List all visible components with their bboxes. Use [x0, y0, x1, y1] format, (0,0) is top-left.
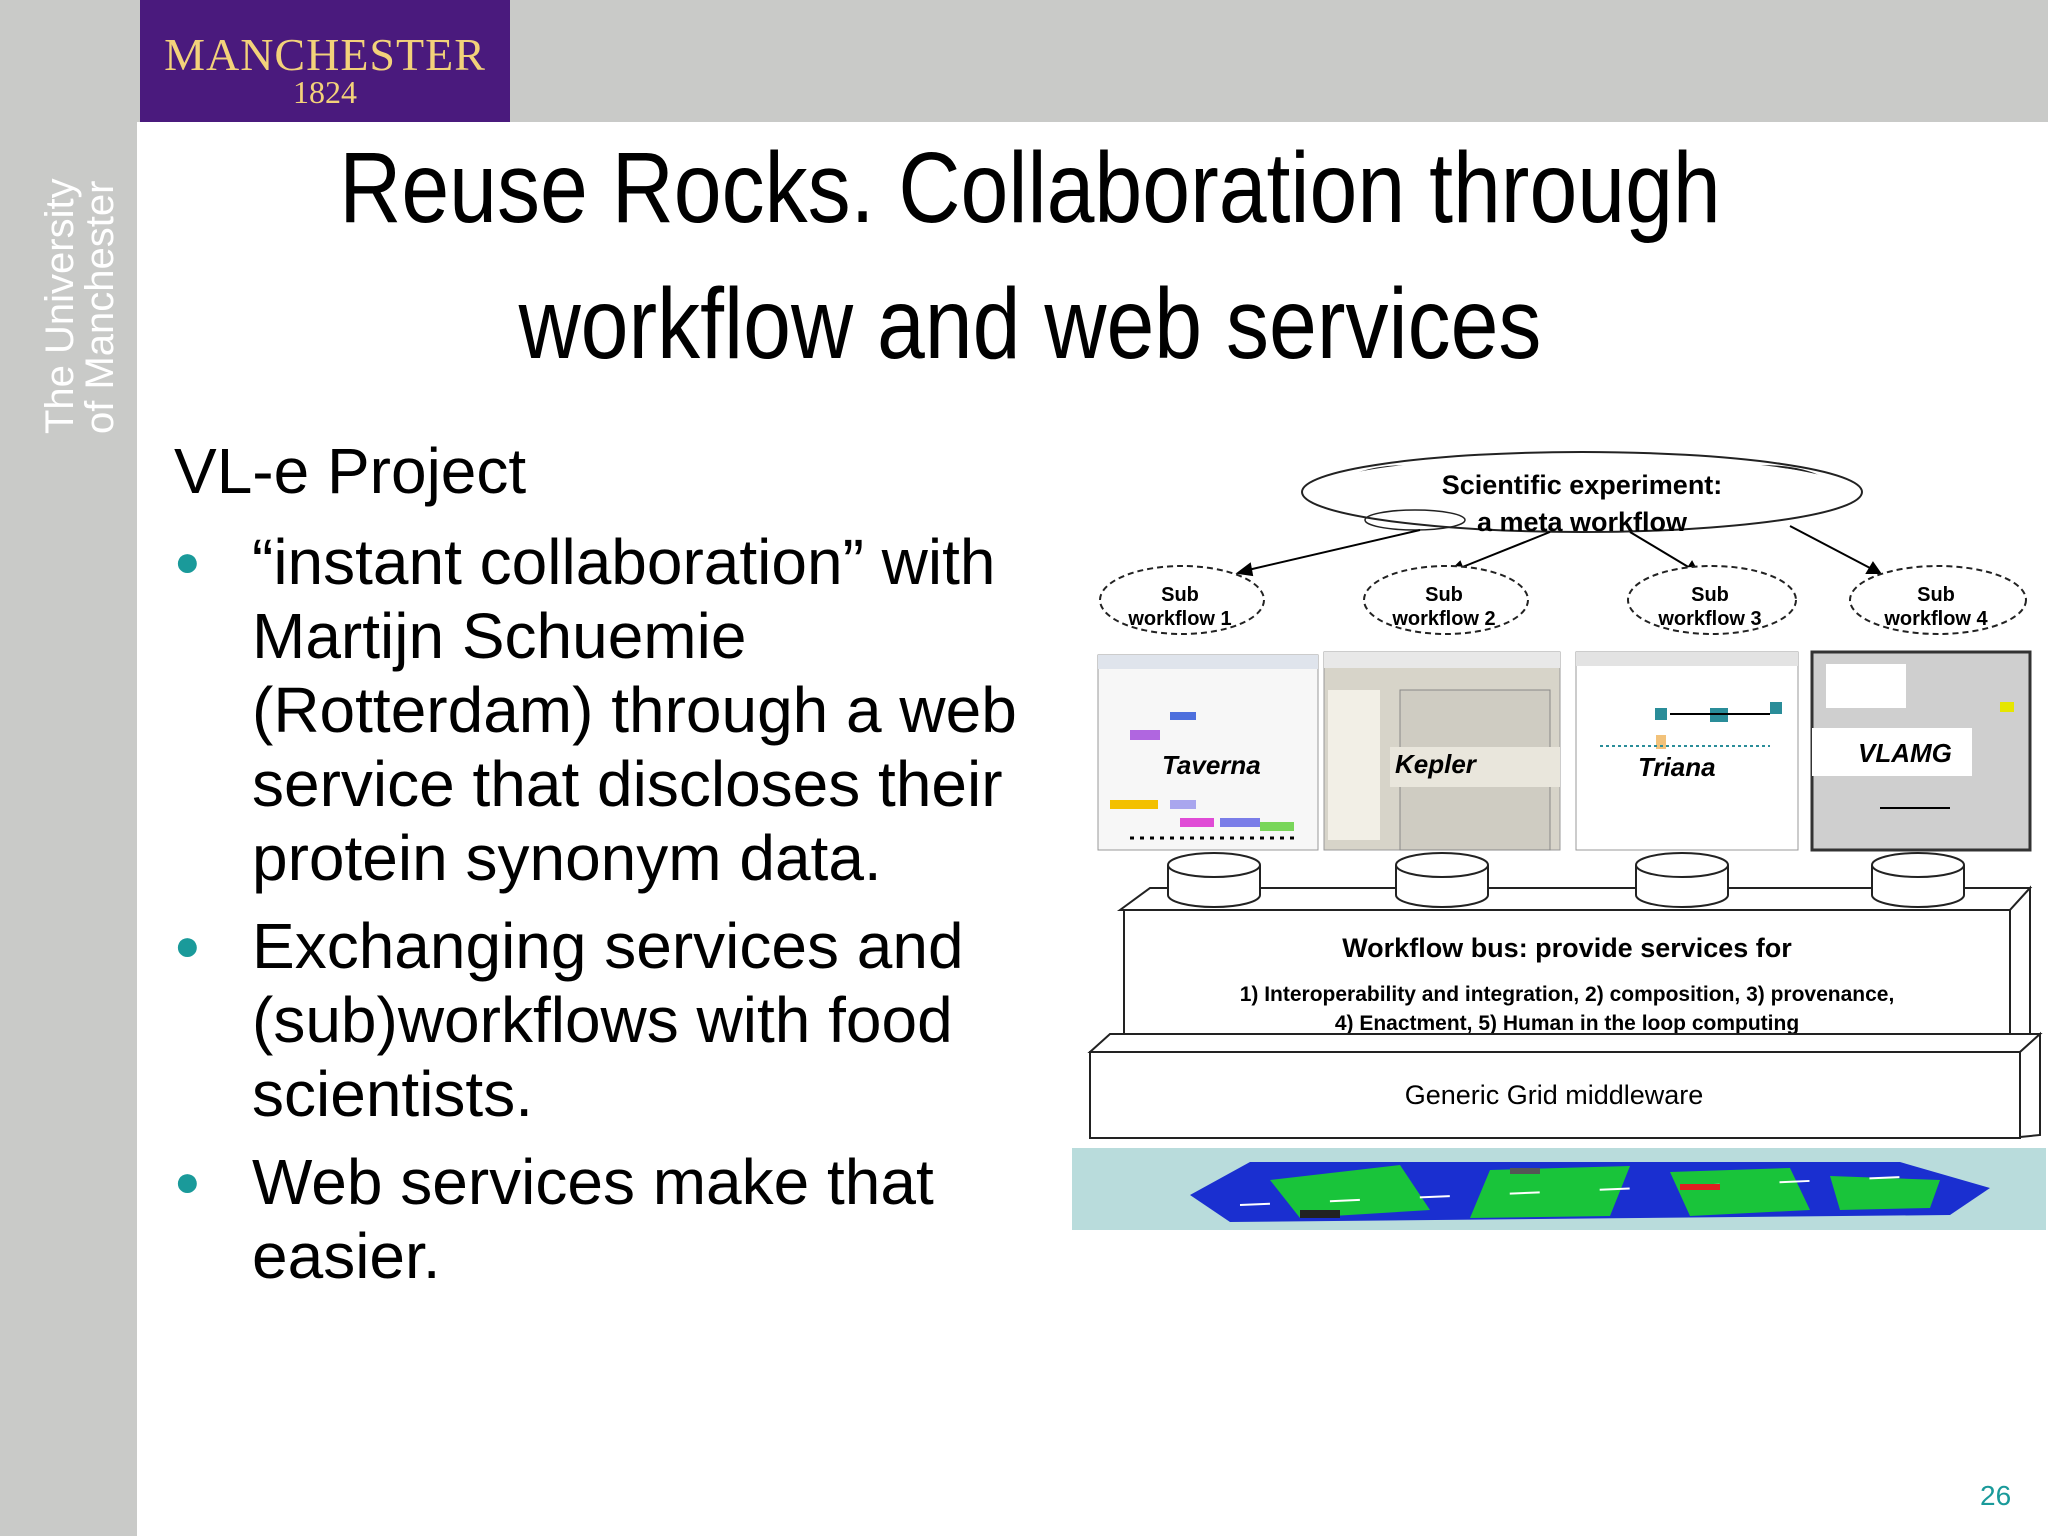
- connectors: [1167, 852, 1965, 908]
- middleware-label: Generic Grid middleware: [1405, 1080, 1704, 1110]
- logo-name: MANCHESTER: [164, 29, 486, 80]
- kepler-label: Kepler: [1395, 749, 1478, 779]
- bullet-text: Web services make that easier.: [252, 1146, 934, 1292]
- vlamg-screenshot: VLAMG: [1810, 650, 2032, 852]
- university-line-2: of Manchester: [78, 180, 122, 434]
- project-heading: VL-e Project: [174, 435, 527, 507]
- meta-line-1: Scientific experiment:: [1442, 470, 1723, 500]
- page-number: 26: [1980, 1480, 2012, 1511]
- workflow-diagram: Scientific experiment: a meta workflow S…: [1072, 451, 2046, 1230]
- triana-screenshot: Triana: [1575, 651, 1799, 851]
- logo-year: 1824: [293, 74, 357, 110]
- sidebar: [0, 0, 137, 1536]
- sub-workflow-1: Sub workflow 1: [1099, 565, 1265, 635]
- title-line-2: workflow and web services: [518, 268, 1542, 380]
- bullet-text: Exchanging services and (sub)workflows w…: [252, 910, 964, 1130]
- meta-workflow-cloud: Scientific experiment: a meta workflow: [1301, 451, 1863, 537]
- bus-title: Workflow bus: provide services for: [1342, 933, 1792, 963]
- bullet-item: ● Web services make that easier.: [174, 1145, 1074, 1293]
- sub-1-line-2: workflow 1: [1127, 608, 1231, 630]
- grid-middleware: Generic Grid middleware: [1087, 1031, 2043, 1139]
- bus-line-1: 1) Interoperability and integration, 2) …: [1240, 983, 1895, 1006]
- sub-3-line-2: workflow 3: [1657, 608, 1761, 630]
- university-logo: MANCHESTER 1824: [140, 0, 510, 122]
- meta-line-2: a meta workflow: [1477, 507, 1688, 537]
- vlamg-label: VLAMG: [1858, 738, 1952, 768]
- bullet-icon: ●: [174, 537, 201, 586]
- sub-workflow-3: Sub workflow 3: [1627, 565, 1797, 635]
- kepler-screenshot: Kepler: [1323, 651, 1561, 851]
- grid-map-image: [1072, 1148, 2046, 1230]
- sub-4-line-2: workflow 4: [1883, 608, 1988, 630]
- university-line-1: The University: [38, 178, 82, 434]
- slide-title: Reuse Rocks. Collaboration through workf…: [316, 120, 1744, 392]
- bullet-list: ● “instant collaboration” with Martijn Sc…: [174, 525, 1074, 1307]
- university-vertical-text: The University of Manchester: [38, 178, 122, 434]
- triana-label: Triana: [1638, 752, 1716, 782]
- sub-4-line-1: Sub: [1917, 584, 1955, 606]
- bullet-text: “instant collaboration” with Martijn Sch…: [252, 526, 1017, 894]
- bullet-item: ● “instant collaboration” with Martijn Sc…: [174, 525, 1074, 895]
- bus-line-2: 4) Enactment, 5) Human in the loop compu…: [1335, 1012, 1799, 1035]
- sub-workflow-2: Sub workflow 2: [1363, 565, 1529, 635]
- taverna-screenshot: Taverna: [1097, 654, 1319, 851]
- bullet-item: ● Exchanging services and (sub)workflows …: [174, 909, 1074, 1131]
- sub-1-line-1: Sub: [1161, 584, 1199, 606]
- bullet-icon: ●: [174, 921, 201, 970]
- taverna-label: Taverna: [1162, 750, 1261, 780]
- sub-2-line-2: workflow 2: [1391, 608, 1495, 630]
- bullet-icon: ●: [174, 1157, 201, 1206]
- workflow-bus: Workflow bus: provide services for 1) In…: [1116, 885, 2033, 1055]
- sub-2-line-1: Sub: [1425, 584, 1463, 606]
- title-line-1: Reuse Rocks. Collaboration through: [339, 132, 1721, 244]
- sub-workflow-4: Sub workflow 4: [1849, 565, 2027, 635]
- sub-3-line-1: Sub: [1691, 584, 1729, 606]
